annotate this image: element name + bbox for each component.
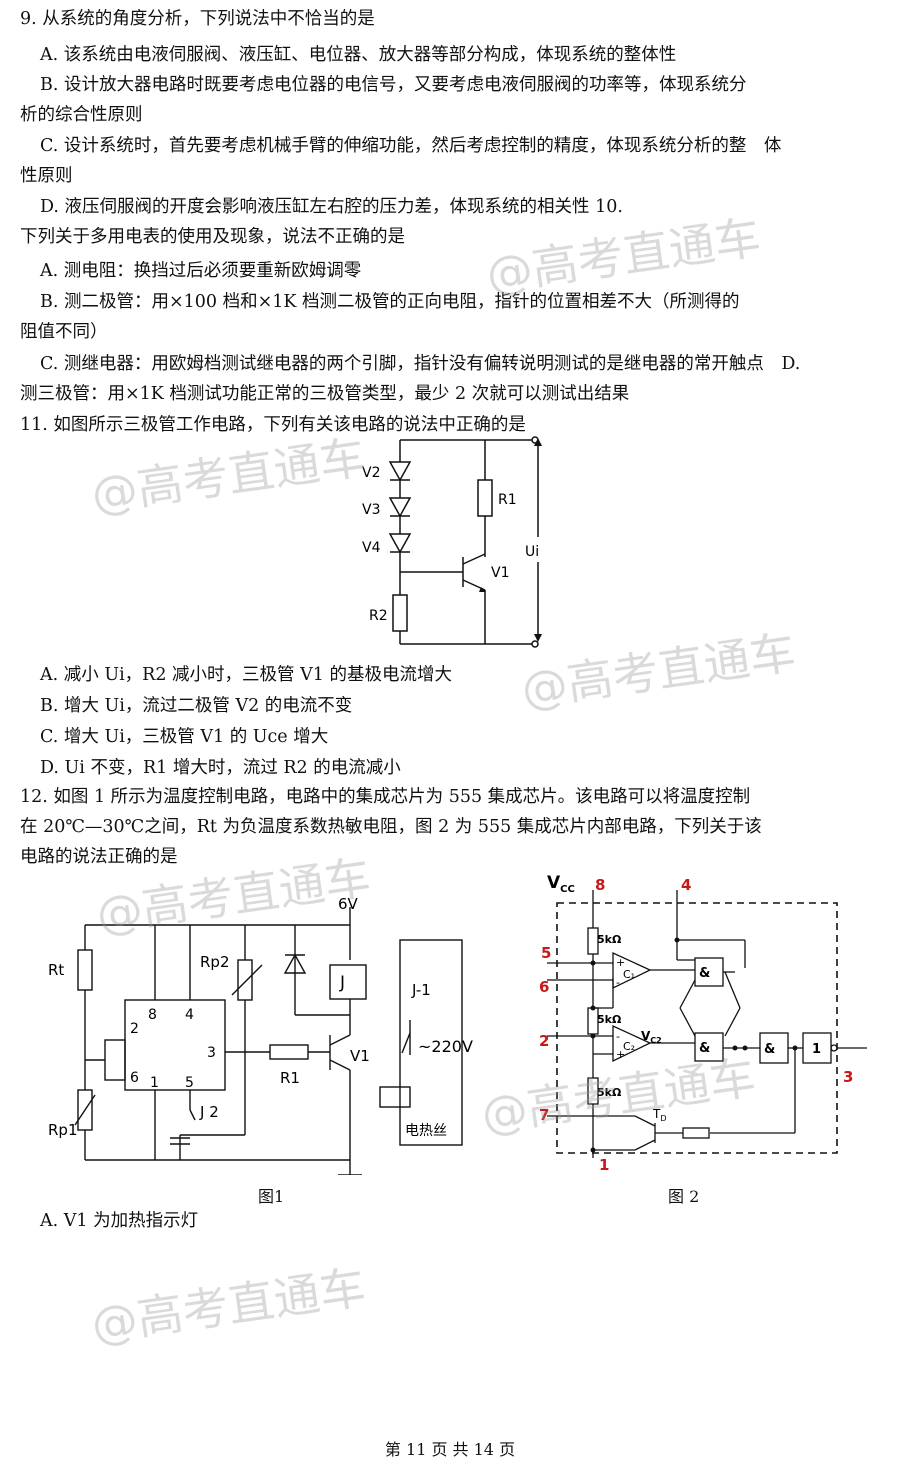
fig1-label-r1: R1 (280, 1069, 300, 1087)
q9-option-b-cont: 析的综合性原则 (20, 105, 143, 125)
fig1-label-j1: J-1 (411, 981, 431, 999)
q11-label-v3: V3 (362, 502, 380, 518)
watermark: @高考直通车 (518, 625, 799, 717)
fig2-pin-7: 7 (539, 1106, 549, 1124)
fig1-label-j: J (339, 973, 345, 993)
fig1-pin-1: 1 (150, 1075, 159, 1091)
fig2-pin-5: 5 (541, 944, 551, 962)
fig1-label-rt: Rt (48, 961, 64, 979)
q11-stem: 11. 如图所示三极管工作电路，下列有关该电路的说法中正确的是 (20, 415, 526, 435)
q12-option-a: A. V1 为加热指示灯 (40, 1211, 199, 1231)
fig1-label-v1: V1 (350, 1047, 370, 1065)
q11-circuit-diagram: V2 V3 V4 R1 R2 V1 Ui (362, 436, 542, 648)
fig1-caption: 图1 (258, 1187, 285, 1206)
fig2-pin-8: 8 (595, 876, 605, 894)
fig1-pin-4: 4 (185, 1007, 194, 1023)
q11-option-a: A. 减小 Ui，R2 减小时，三极管 V1 的基极电流增大 (40, 665, 452, 685)
fig2-pin-3: 3 (843, 1068, 853, 1086)
q9-option-b: B. 设计放大器电路时既要考虑电位器的电信号，又要考虑电液伺服阀的功率等，体现系… (40, 75, 747, 95)
q10-option-a: A. 测电阻：换挡过后必须要重新欧姆调零 (40, 261, 362, 281)
fig2-caption: 图 2 (668, 1187, 700, 1206)
q12-stem-line1: 12. 如图 1 所示为温度控制电路，电路中的集成芯片为 555 集成芯片。该电… (20, 787, 751, 807)
fig2-resistor-3: 5kΩ (597, 1086, 622, 1099)
q12-figure2-555-internal: VCC 8 4 5 6 2 7 1 3 5kΩ 5kΩ 5kΩ + - C₁ -… (539, 873, 867, 1173)
fig2-nand-2: & (699, 1041, 710, 1056)
fig2-resistor-1: 5kΩ (597, 933, 622, 946)
q10-option-b: B. 测二极管：用×100 档和×1K 档测二极管的正向电阻，指针的位置相差不大… (40, 292, 740, 312)
fig2-c1-minus: - (616, 976, 620, 989)
fig2-label-vc2: VC2 (641, 1029, 662, 1045)
watermark: @高考直通车 (88, 1260, 369, 1352)
fig2-pin-1: 1 (599, 1156, 609, 1173)
q9-option-a: A. 该系统由电液伺服阀、液压缸、电位器、放大器等部分构成，体现系统的整体性 (40, 45, 677, 65)
fig1-pin-8: 8 (148, 1007, 157, 1023)
fig2-c2-minus: - (616, 1030, 620, 1043)
q9-stem: 9. 从系统的角度分析，下列说法中不恰当的是 (20, 9, 375, 29)
fig1-pin-5: 5 (185, 1075, 194, 1091)
fig1-pin-3: 3 (207, 1045, 216, 1061)
fig1-label-rp1: Rp1 (48, 1121, 78, 1139)
fig2-label-td: TD (652, 1107, 667, 1123)
fig2-comparator-c2: C₂ (623, 1040, 635, 1053)
q11-label-r2: R2 (369, 608, 388, 624)
fig1-label-rp2: Rp2 (200, 953, 230, 971)
fig1-pin-2: 2 (130, 1021, 139, 1037)
q11-label-v4: V4 (362, 540, 381, 556)
watermark: @高考直通车 (88, 430, 369, 522)
q10-option-d: 测三极管：用×1K 档测试功能正常的三极管类型，最少 2 次就可以测试出结果 (20, 384, 630, 404)
q12-stem-line2: 在 20℃—30℃之间，Rt 为负温度系数热敏电阻，图 2 为 555 集成芯片… (20, 817, 762, 837)
fig1-label-j2: J 2 (199, 1103, 219, 1121)
fig2-c1-plus: + (616, 956, 625, 969)
fig2-c2-plus: + (616, 1048, 625, 1061)
q10-option-b-cont: 阻值不同） (20, 322, 108, 342)
q11-label-ui: Ui (525, 544, 539, 560)
q9-option-c-cont: 性原则 (20, 166, 73, 186)
q11-option-c: C. 增大 Ui，三极管 V1 的 Uce 增大 (40, 727, 329, 747)
q12-figure1-circuit: 6V Rt Rp2 Rp1 J J-1 J 2 ~220V R1 V1 电热丝 … (48, 895, 473, 1175)
fig2-comparator-c1: C₁ (623, 968, 635, 981)
q11-label-v1: V1 (491, 565, 509, 581)
q11-option-d: D. Ui 不变，R1 增大时，流过 R2 的电流减小 (40, 758, 401, 778)
fig2-not-gate: 1 (812, 1042, 821, 1057)
fig2-nand-1: & (699, 966, 710, 981)
fig1-label-heater: 电热丝 (405, 1123, 447, 1139)
fig2-pin-4: 4 (681, 876, 691, 894)
fig1-label-220v: ~220V (418, 1037, 473, 1056)
q10-option-c: C. 测继电器：用欧姆档测试继电器的两个引脚，指针没有偏转说明测试的是继电器的常… (40, 354, 801, 374)
page-footer: 第 11 页 共 14 页 (384, 1440, 516, 1459)
q11-label-v2: V2 (362, 465, 380, 481)
fig1-pin-6: 6 (130, 1070, 139, 1086)
fig2-pin-2: 2 (539, 1032, 549, 1050)
q11-option-b: B. 增大 Ui，流过二极管 V2 的电流不变 (40, 696, 353, 716)
q10-stem: 下列关于多用电表的使用及现象，说法不正确的是 (20, 227, 405, 247)
fig2-and-gate: & (764, 1042, 775, 1057)
fig2-resistor-2: 5kΩ (597, 1013, 622, 1026)
fig1-label-6v: 6V (338, 895, 359, 913)
q11-label-r1: R1 (498, 492, 517, 508)
q12-stem-line3: 电路的说法正确的是 (20, 847, 178, 867)
fig2-label-vcc: VCC (547, 873, 575, 895)
q9-option-c: C. 设计系统时，首先要考虑机械手臂的伸缩功能，然后考虑控制的精度，体现系统分析… (40, 136, 782, 156)
q9-option-d: D. 液压伺服阀的开度会影响液压缸左右腔的压力差，体现系统的相关性 10. (40, 197, 623, 217)
fig2-pin-6: 6 (539, 978, 549, 996)
